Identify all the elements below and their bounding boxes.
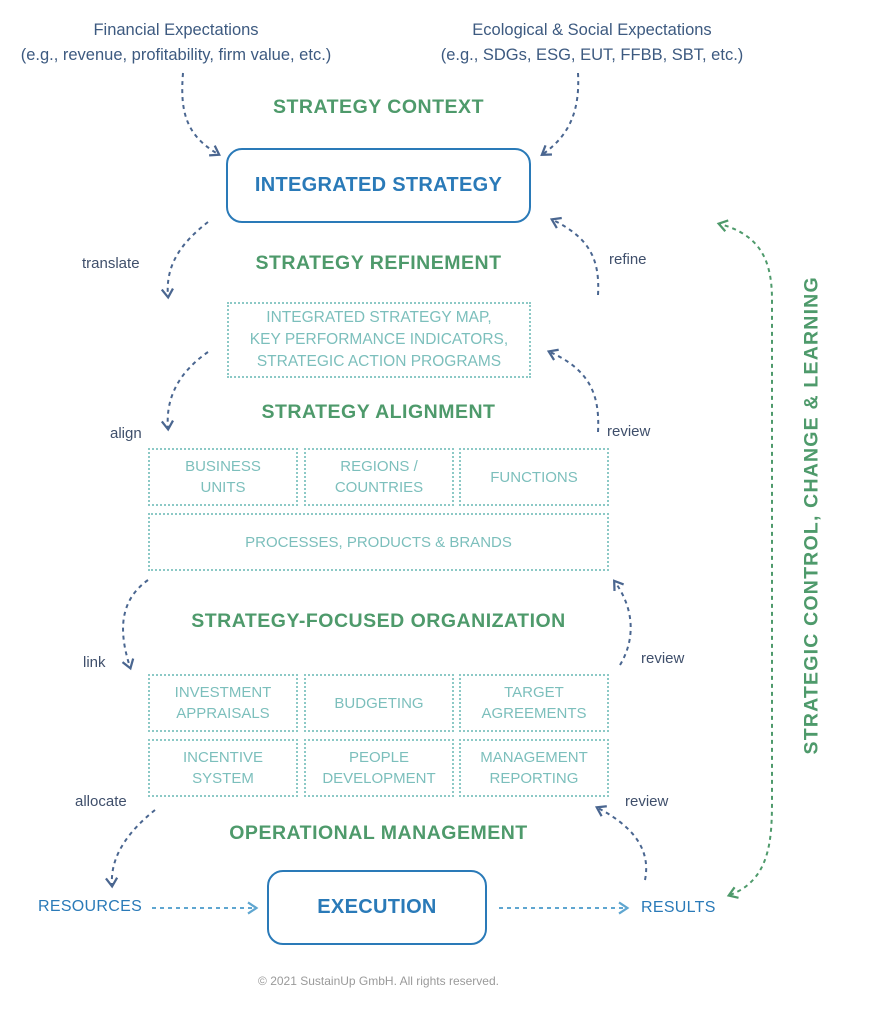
arrow-review-2 [613,579,632,666]
arrow-align [160,351,209,432]
integrated-strategy-label: INTEGRATED STRATEGY [254,174,503,196]
strategic-control-label: STRATEGIC CONTROL, CHANGE & LEARNING [800,276,823,755]
investment-line-1: INVESTMENT [174,684,272,701]
verb-review-1: review [607,423,651,440]
regions-countries-box: REGIONS / COUNTRIES [304,448,454,506]
verb-review-3: review [625,793,669,810]
budgeting-box: BUDGETING [304,674,454,732]
target-line-1: TARGET [504,684,564,701]
copyright: © 2021 SustainUp GmbH. All rights reserv… [258,974,499,988]
phase-strategy-refinement: STRATEGY REFINEMENT [255,252,502,274]
refinement-line-2: KEY PERFORMANCE INDICATORS, [249,331,509,348]
execution-box: EXECUTION [267,870,487,945]
functions-box: FUNCTIONS [459,448,609,506]
people-development-box: PEOPLE DEVELOPMENT [304,739,454,797]
people-line-2: DEVELOPMENT [322,770,436,787]
results-label: RESULTS [641,899,716,916]
management-line-2: REPORTING [489,770,579,787]
execution-label: EXECUTION [317,896,437,918]
refinement-box: INTEGRATED STRATEGY MAP, KEY PERFORMANCE… [227,302,531,378]
ecological-expectations: Ecological & Social Expectations (e.g., … [432,18,752,68]
target-line-2: AGREEMENTS [481,705,587,722]
business-units-line-1: BUSINESS [185,458,261,475]
phase-strategy-context: STRATEGY CONTEXT [273,96,484,118]
arrow-ecological [540,72,580,156]
verb-align: align [110,425,142,442]
people-line-1: PEOPLE [348,749,409,766]
incentive-line-1: INCENTIVE [182,749,263,766]
processes-label: PROCESSES, PRODUCTS & BRANDS [245,533,512,551]
phase-strategy-alignment: STRATEGY ALIGNMENT [261,401,496,423]
incentive-system-box: INCENTIVE SYSTEM [148,739,298,797]
incentive-line-2: SYSTEM [192,770,254,787]
ecological-detail: (e.g., SDGs, ESG, EUT, FFBB, SBT, etc.) [440,46,744,64]
investment-line-2: APPRAISALS [176,705,270,722]
regions-line-1: REGIONS / [340,458,418,475]
budgeting-label: BUDGETING [334,694,424,712]
refinement-line-1: INTEGRATED STRATEGY MAP, [266,309,492,326]
business-units-box: BUSINESS UNITS [148,448,298,506]
financial-expectations: Financial Expectations (e.g., revenue, p… [0,18,352,68]
phase-strategy-focused-organization: STRATEGY-FOCUSED ORGANIZATION [191,610,566,632]
arrow-translate [160,221,209,300]
management-reporting-box: MANAGEMENT REPORTING [459,739,609,797]
arrow-allocate [105,809,156,889]
target-agreements-box: TARGET AGREEMENTS [459,674,609,732]
refinement-line-3: STRATEGIC ACTION PROGRAMS [256,353,502,370]
arrow-feedback [716,219,773,899]
verb-allocate: allocate [75,793,127,810]
management-line-1: MANAGEMENT [480,749,588,766]
resources-label: RESOURCES [38,898,143,915]
investment-appraisals-box: INVESTMENT APPRAISALS [148,674,298,732]
arrow-financial [181,72,221,157]
verb-review-2: review [641,650,685,667]
phase-operational-management: OPERATIONAL MANAGEMENT [229,822,528,844]
verb-refine: refine [609,251,647,268]
arrow-refine [549,216,600,296]
ecological-title: Ecological & Social Expectations [472,21,712,39]
business-units-line-2: UNITS [200,479,246,496]
verb-translate: translate [82,255,140,272]
integrated-strategy-box: INTEGRATED STRATEGY [226,148,531,223]
financial-title: Financial Expectations [93,21,259,39]
financial-detail: (e.g., revenue, profitability, firm valu… [20,46,332,64]
arrow-review-1 [546,348,600,433]
verb-link: link [83,654,106,671]
arrow-link [121,579,149,671]
functions-label: FUNCTIONS [490,468,578,486]
regions-line-2: COUNTRIES [334,479,424,496]
processes-box: PROCESSES, PRODUCTS & BRANDS [148,513,609,571]
